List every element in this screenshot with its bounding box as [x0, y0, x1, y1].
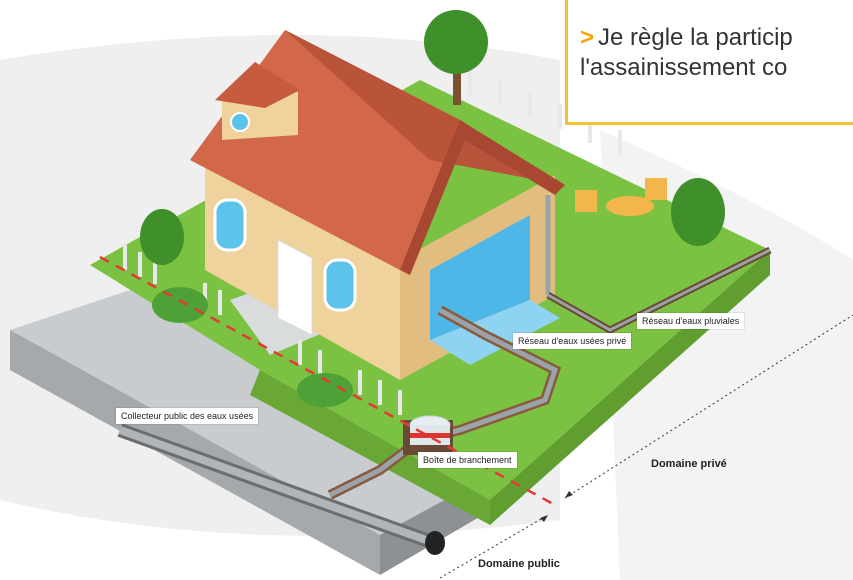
arrow-icon	[565, 491, 573, 498]
patio-chair	[575, 190, 597, 212]
private-domain-line	[564, 314, 853, 499]
public-collector-pipe	[118, 426, 442, 549]
label-domaine-prive: Domaine privé	[651, 458, 727, 470]
bush	[140, 209, 184, 265]
label-domaine-public: Domaine public	[478, 558, 560, 570]
rainwater-pipe	[547, 248, 771, 332]
label-reseau-usees-prive: Réseau d'eaux usées privé	[513, 333, 632, 349]
label-reseau-pluviales: Réseau d'eaux pluviales	[637, 313, 745, 329]
property-boundary-line	[99, 255, 556, 507]
collector-pipe-end	[425, 531, 445, 555]
dormer-window	[230, 112, 250, 132]
patio-chair	[645, 178, 667, 200]
connection-box-ring	[410, 433, 450, 438]
tree-canopy	[424, 10, 488, 74]
lawn-edge	[250, 370, 490, 525]
patio-table	[606, 196, 654, 216]
bush	[297, 373, 353, 407]
arrow-icon	[540, 515, 548, 522]
callout-line-2: l'assainissement co	[580, 54, 788, 81]
fence-front	[298, 340, 402, 415]
private-wastewater-pipe	[419, 307, 559, 443]
public-domain-line	[439, 514, 549, 579]
label-collecteur-public: Collecteur public des eaux usées	[116, 408, 259, 424]
bathroom-cutaway	[430, 215, 530, 340]
dormer-roof	[215, 62, 300, 108]
bathroom-floor	[430, 300, 560, 365]
window	[323, 258, 357, 312]
callout-text: >Je règle la particip l'assainissement c…	[580, 23, 793, 83]
bush	[671, 178, 725, 246]
tree-trunk	[453, 60, 461, 105]
info-callout: >Je règle la particip l'assainissement c…	[565, 0, 853, 125]
front-door	[277, 239, 313, 336]
window	[213, 198, 247, 252]
bush	[152, 287, 208, 323]
roof-edge	[400, 120, 565, 275]
label-boite-branchement: Boîte de branchement	[418, 452, 517, 468]
callout-line-1: Je règle la particip	[598, 24, 793, 51]
chevron-right-icon: >	[580, 24, 595, 51]
